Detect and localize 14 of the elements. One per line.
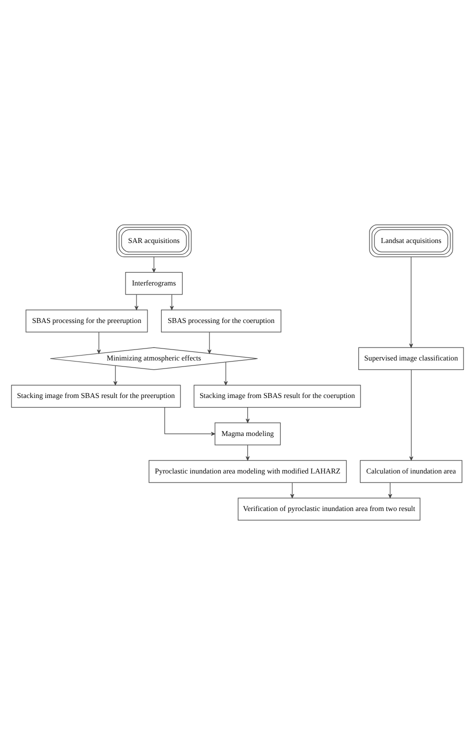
- arrow: [223, 361, 228, 385]
- arrow: [151, 256, 156, 272]
- arrow: [134, 294, 138, 310]
- arrow: [408, 256, 413, 348]
- arrow: [206, 331, 211, 354]
- arrow: [169, 294, 174, 310]
- arrow: [245, 444, 250, 460]
- arrow: [164, 406, 215, 436]
- arrow: [408, 369, 413, 460]
- arrow: [96, 331, 100, 354]
- arrow: [290, 482, 294, 498]
- arrow: [388, 482, 392, 498]
- arrow: [112, 364, 117, 385]
- arrow: [245, 406, 250, 422]
